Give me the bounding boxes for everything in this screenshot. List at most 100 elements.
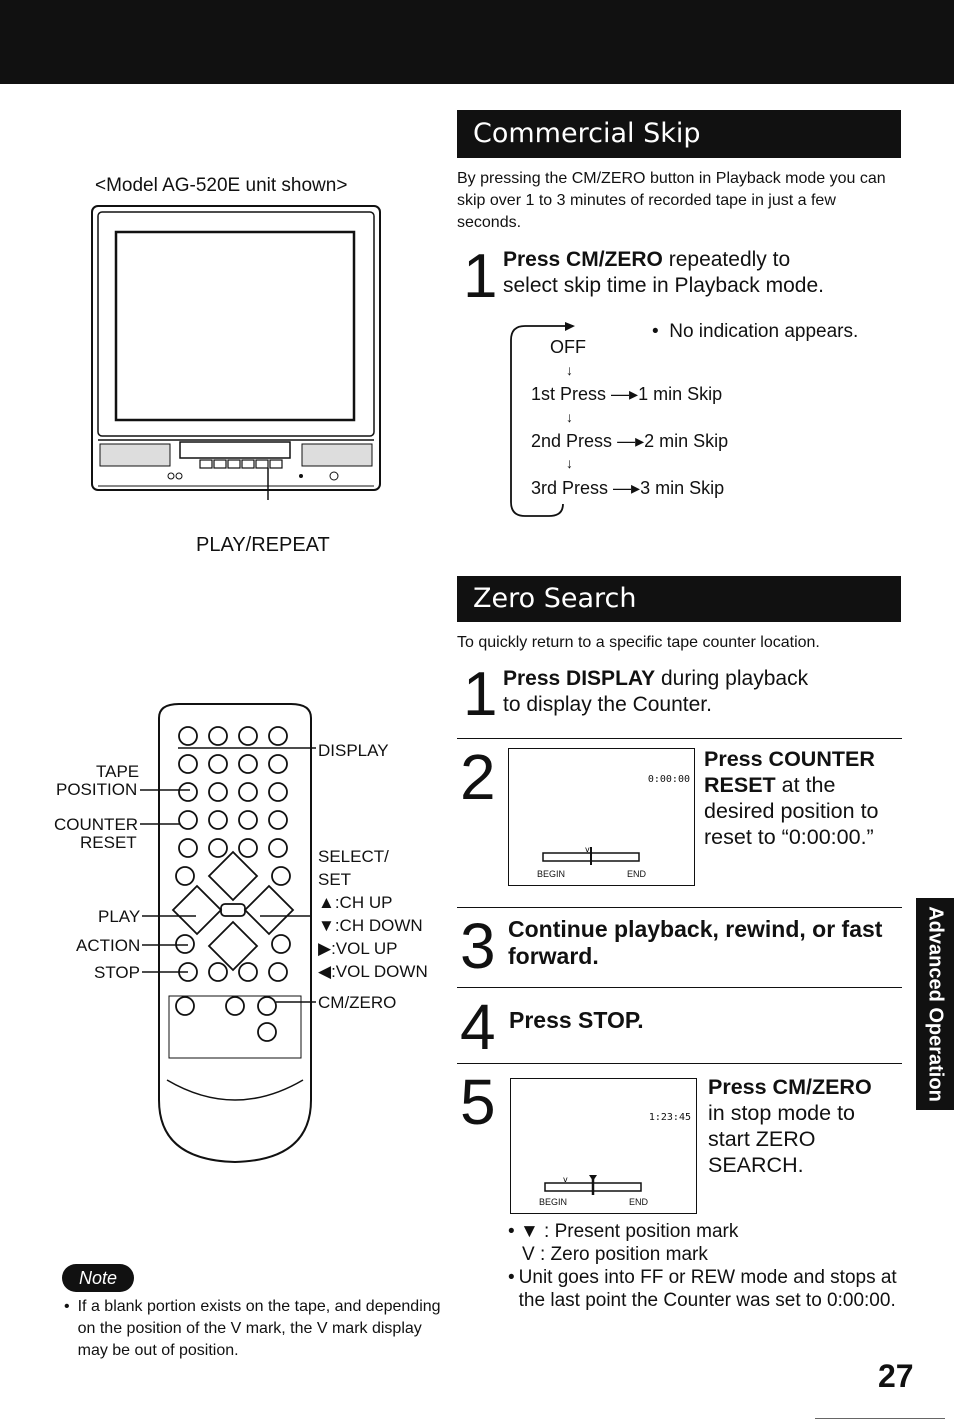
counter-reset-label-2: RESET: [80, 833, 137, 852]
bullet-dot: •: [508, 1267, 515, 1288]
tape-position-bar: v: [542, 845, 640, 865]
note-paragraph: • If a blank portion exists on the tape,…: [64, 1296, 449, 1362]
cs-step-1-rest: repeatedly to: [662, 248, 791, 271]
skip-off-label: OFF: [550, 337, 586, 357]
tape-position-bar: v: [544, 1175, 642, 1195]
marks-legend: • ▼ : Present position mark V : Zero pos…: [508, 1220, 738, 1266]
section-side-tab: Advanced Operation: [916, 898, 954, 1110]
skip-row-1-press: 1st Press: [531, 384, 607, 404]
zero-mark-row: V : Zero position mark: [508, 1243, 738, 1266]
zs-step-2-number: 2: [460, 741, 496, 813]
zs-step-2-line-4: reset to “0:00:00.”: [704, 825, 874, 849]
zs-step-3-number: 3: [460, 910, 496, 982]
zero-search-banner: Zero Search: [457, 576, 901, 622]
play-repeat-label: PLAY/REPEAT: [196, 534, 330, 556]
cs-bullet: • No indication appears.: [652, 321, 858, 343]
header-bar: [0, 0, 954, 84]
play-label: PLAY: [98, 907, 141, 926]
bullet-dot: •: [64, 1298, 70, 1315]
step-divider: [457, 1063, 902, 1064]
vol-down-label: ◀:VOL DOWN: [318, 962, 428, 981]
screen-counter: 1:23:45: [648, 1112, 691, 1123]
cs-step-1-number: 1: [463, 242, 498, 311]
tv-illustration: [91, 205, 381, 500]
zs-step-1-bold: Press DISPLAY: [503, 667, 656, 690]
final-note: • Unit goes into FF or REW mode and stop…: [508, 1266, 903, 1312]
screen-begin-label: BEGIN: [537, 869, 566, 879]
zs-step-3-text: Continue playback, rewind, or fast forwa…: [508, 916, 883, 969]
zs-step-2-bold-1: Press COUNTER: [704, 747, 875, 771]
skip-sequence-loop: [510, 322, 575, 517]
present-mark-text: : Present position mark: [544, 1221, 739, 1242]
zs-step-5-line-2: in stop mode to: [708, 1101, 856, 1125]
zero-search-intro: To quickly return to a specific tape cou…: [457, 634, 820, 651]
svg-text:v: v: [563, 1175, 568, 1184]
cs-step-1-line-1: Press CM/ZERO repeatedly to: [503, 247, 903, 273]
model-caption: <Model AG-520E unit shown>: [95, 175, 348, 196]
zs-step-5-line-4: SEARCH.: [708, 1153, 804, 1177]
arrow-down-icon: ↓: [566, 455, 573, 471]
counter-screen-search: 1:23:45 v BEGIN END: [510, 1078, 697, 1214]
zs-step-1-line-2: to display the Counter.: [503, 693, 712, 716]
zs-step-4-number: 4: [460, 991, 496, 1063]
vol-up-label: ▶:VOL UP: [318, 939, 398, 958]
zero-mark-symbol: V: [522, 1244, 535, 1265]
zs-step-2-rest: at the: [775, 773, 836, 797]
zs-step-2-bold-2: RESET: [704, 773, 776, 797]
remote-leader-lines: [140, 747, 316, 1003]
zs-step-4-text: Press STOP.: [509, 1007, 644, 1033]
side-tab-label: Advanced Operation: [924, 906, 947, 1102]
remote-illustration: [158, 703, 312, 1164]
zs-step-5-bold: Press CM/ZERO: [708, 1075, 872, 1099]
final-note-text: Unit goes into FF or REW mode and stops …: [518, 1267, 897, 1311]
cs-step-1-text: Press CM/ZERO repeatedly to select skip …: [503, 247, 903, 299]
bullet-dot: •: [652, 321, 670, 342]
screen-begin-label: BEGIN: [539, 1197, 568, 1207]
zs-step-5-number: 5: [460, 1066, 496, 1138]
svg-text:v: v: [585, 845, 590, 854]
skip-row-2-result: 2 min Skip: [644, 431, 729, 451]
step-divider: [457, 738, 902, 739]
zs-step-1-rest: during playback: [655, 667, 809, 690]
arrow-down-icon: ↓: [566, 409, 573, 425]
note-text: If a blank portion exists on the tape, a…: [77, 1298, 441, 1359]
footer-line: [815, 1418, 945, 1419]
present-mark-symbol: ▼: [519, 1221, 539, 1242]
counter-reset-label-1: COUNTER: [54, 815, 139, 834]
note-badge: Note: [62, 1264, 134, 1292]
skip-row-3: 3rd Press —▸3 min Skip: [531, 478, 724, 499]
screen-counter: 0:00:00: [647, 774, 690, 785]
action-label: ACTION: [76, 936, 141, 955]
skip-row-3-press: 3rd Press: [531, 478, 609, 498]
cs-bullet-text: No indication appears.: [669, 321, 859, 342]
zs-step-2-line-2: RESET at the: [704, 772, 904, 798]
page-number: 27: [878, 1358, 914, 1394]
zs-step-1-line-1: Press DISPLAY during playback: [503, 666, 903, 692]
select-set-labels: SELECT/ SET ▲:CH UP ▼:CH DOWN ▶:VOL UP ◀…: [318, 845, 428, 983]
tape-position-label-2: POSITION: [56, 780, 138, 799]
ch-up-label: ▲:CH UP: [318, 893, 393, 912]
zs-step-5-text: Press CM/ZERO in stop mode to start ZERO…: [708, 1074, 898, 1178]
tape-position-label-1: TAPE: [96, 762, 140, 781]
zs-step-5-line-3: start ZERO: [708, 1127, 816, 1151]
set-label: SET: [318, 870, 352, 889]
display-label: DISPLAY: [318, 741, 389, 760]
commercial-skip-banner: Commercial Skip: [457, 110, 901, 158]
zs-step-1-number: 1: [463, 660, 498, 729]
step-divider: [457, 907, 902, 908]
arrow-right-icon: —▸: [617, 431, 645, 451]
zs-step-2-line-3: desired position to: [704, 799, 879, 823]
commercial-skip-intro: By pressing the CM/ZERO button in Playba…: [457, 170, 886, 231]
counter-screen-zero: 0:00:00 v BEGIN END: [508, 748, 695, 886]
cs-step-1-line-2: select skip time in Playback mode.: [503, 274, 824, 297]
skip-row-3-result: 3 min Skip: [640, 478, 725, 498]
skip-row-1: 1st Press —▸1 min Skip: [531, 384, 722, 405]
screen-end-label: END: [627, 869, 647, 879]
arrow-right-icon: —▸: [611, 384, 639, 404]
select-label: SELECT/: [318, 847, 389, 866]
zero-mark-text: : Zero position mark: [539, 1244, 708, 1265]
skip-row-2: 2nd Press —▸2 min Skip: [531, 431, 728, 452]
screen-end-label: END: [629, 1197, 649, 1207]
present-mark-row: • ▼ : Present position mark: [508, 1220, 738, 1243]
skip-row-1-result: 1 min Skip: [638, 384, 723, 404]
